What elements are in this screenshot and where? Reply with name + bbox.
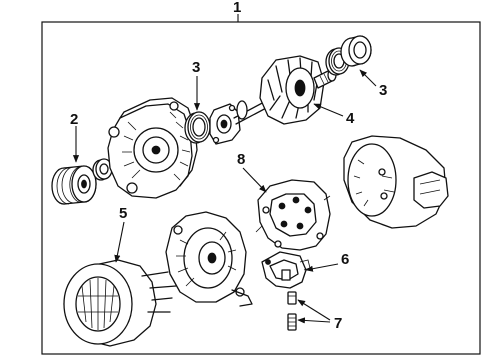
callout-3-right-leader	[359, 69, 377, 87]
brush-holder-regulator	[261, 251, 311, 289]
front-bearing	[184, 111, 211, 144]
rear-housing	[165, 211, 253, 307]
callout-3-right: 3	[379, 82, 387, 99]
callout-1: 1	[233, 0, 241, 16]
bearing-cover	[340, 35, 372, 67]
rotor-assembly	[233, 55, 337, 125]
callout-6: 6	[341, 251, 349, 268]
callout-5: 5	[119, 205, 127, 222]
assembly-frame	[41, 21, 481, 355]
callout-7-leader-a	[297, 299, 331, 321]
brush-pair	[287, 291, 297, 331]
rectifier-assembly	[255, 179, 331, 251]
callout-6-leader	[305, 263, 339, 272]
callout-8-leader	[242, 167, 267, 193]
callout-4: 4	[346, 110, 355, 127]
callout-5-leader	[114, 221, 125, 263]
pulley-part	[51, 165, 97, 205]
callout-3-left: 3	[192, 59, 200, 76]
bearing-retainer-plate	[209, 103, 241, 145]
callout-7: 7	[334, 315, 342, 332]
rear-end-cover	[343, 135, 449, 229]
callout-7-leader-b	[297, 317, 331, 324]
callout-2: 2	[70, 111, 78, 128]
callout-4-leader	[313, 103, 344, 117]
callout-8: 8	[237, 151, 245, 168]
stator-assembly	[63, 259, 177, 347]
drive-end-frame	[107, 97, 198, 199]
